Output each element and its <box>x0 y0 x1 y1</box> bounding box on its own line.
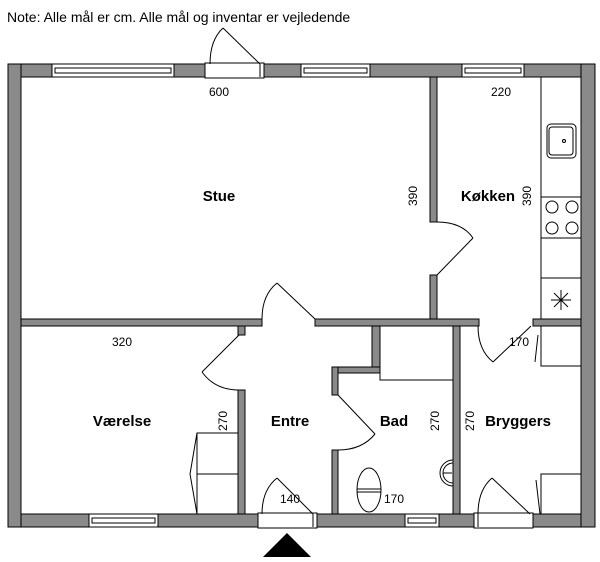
entre-width: 140 <box>280 492 300 506</box>
bad-width: 170 <box>384 492 404 506</box>
stue-width: 600 <box>209 85 229 99</box>
room-label-entre: Entre <box>271 413 309 430</box>
bad-depth: 270 <box>428 411 442 431</box>
bryggers-depth: 270 <box>463 411 477 431</box>
vaerelse-width: 320 <box>112 335 132 349</box>
sink-icon <box>546 123 577 159</box>
interior-walls <box>20 76 582 515</box>
fan-icon <box>551 290 571 310</box>
room-label-kokken: Køkken <box>461 188 515 205</box>
bryggers-outer-door <box>473 477 534 529</box>
entrance-door <box>257 477 318 529</box>
room-label-vaerelse: Værelse <box>93 413 151 430</box>
bryggers-width: 170 <box>509 335 529 349</box>
wardrobe <box>189 432 239 515</box>
note-text: Note: Alle mål er cm. Alle mål og invent… <box>7 9 350 25</box>
room-label-bad: Bad <box>380 413 408 430</box>
entrance-arrow-icon <box>263 533 311 557</box>
kokken-width: 220 <box>491 85 511 99</box>
room-label-stue: Stue <box>203 188 236 205</box>
bryggers-cabinets <box>534 325 582 515</box>
shower <box>379 325 454 381</box>
washbasin-icon <box>439 459 454 487</box>
top-door <box>204 27 265 79</box>
kitchen-counter <box>540 76 582 320</box>
toilet-icon <box>356 467 382 513</box>
stue-depth: 390 <box>406 186 420 206</box>
interior-doors <box>201 221 532 451</box>
room-label-bryggers: Bryggers <box>485 413 551 430</box>
stove-icon <box>545 200 579 235</box>
windows <box>51 63 525 528</box>
outer-walls <box>7 63 596 528</box>
kokken-depth: 390 <box>520 186 534 206</box>
vaerelse-depth: 270 <box>216 411 230 431</box>
